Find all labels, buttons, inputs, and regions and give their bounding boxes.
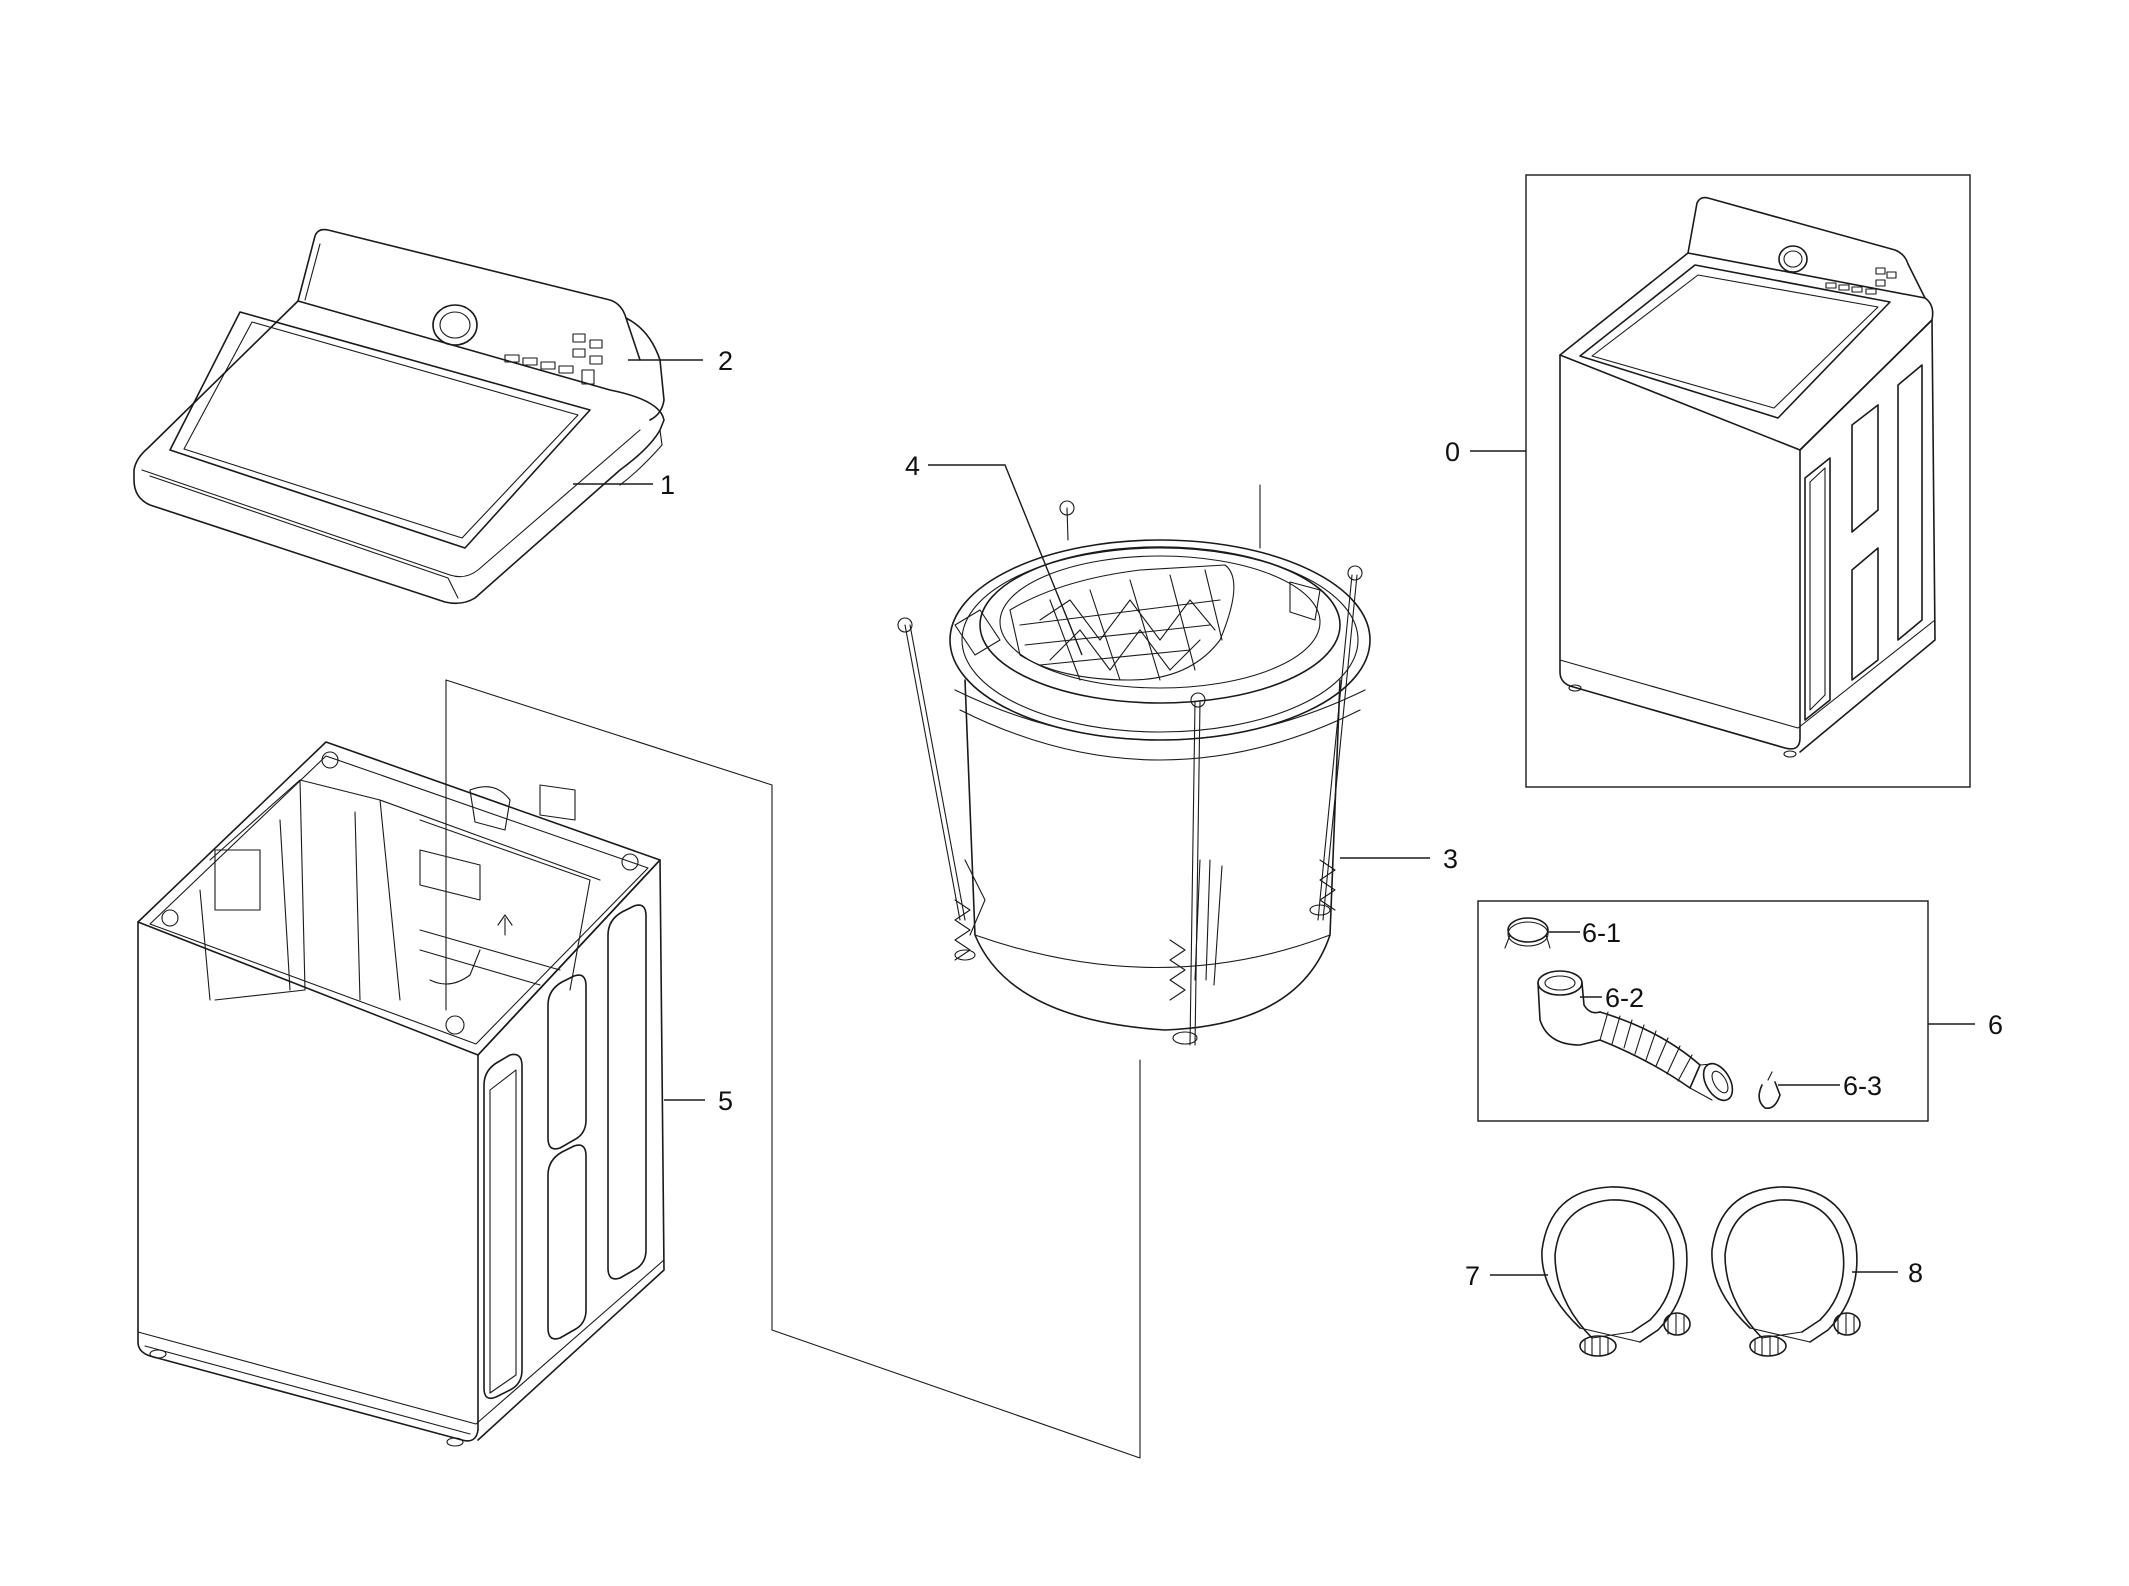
inlet-hose-cold[interactable] [1711,1186,1861,1357]
pulsator[interactable] [1009,564,1235,681]
cabinet[interactable] [137,741,665,1447]
callout-4: 4 [905,451,920,481]
drain-hose[interactable] [1537,970,1738,1105]
callout-3: 3 [1443,844,1458,874]
callout-6-3: 6-3 [1843,1071,1882,1101]
callout-0: 0 [1445,437,1460,467]
small-clamp[interactable] [1758,1071,1781,1110]
callout-5: 5 [718,1086,733,1116]
callout-6-1: 6-1 [1582,918,1621,948]
drain-hose-kit-frame [1477,900,1929,1122]
callout-6: 6 [1988,1010,2003,1040]
callout-6-2: 6-2 [1605,983,1644,1013]
callout-1: 1 [660,470,675,500]
washer-assembly-frame [1525,174,1971,788]
assembly-guide-lines [445,679,1141,1459]
tub-assembly[interactable] [897,484,1371,1046]
inlet-hose-hot[interactable] [1541,1186,1691,1357]
washer-assembly[interactable] [1559,196,1936,758]
drain-hose-kit[interactable] [1504,917,1781,1110]
top-cover-assembly[interactable] [133,228,665,605]
callout-8: 8 [1908,1258,1923,1288]
callout-2: 2 [718,346,733,376]
hose-clamp[interactable] [1504,917,1551,949]
callout-7: 7 [1465,1261,1480,1291]
